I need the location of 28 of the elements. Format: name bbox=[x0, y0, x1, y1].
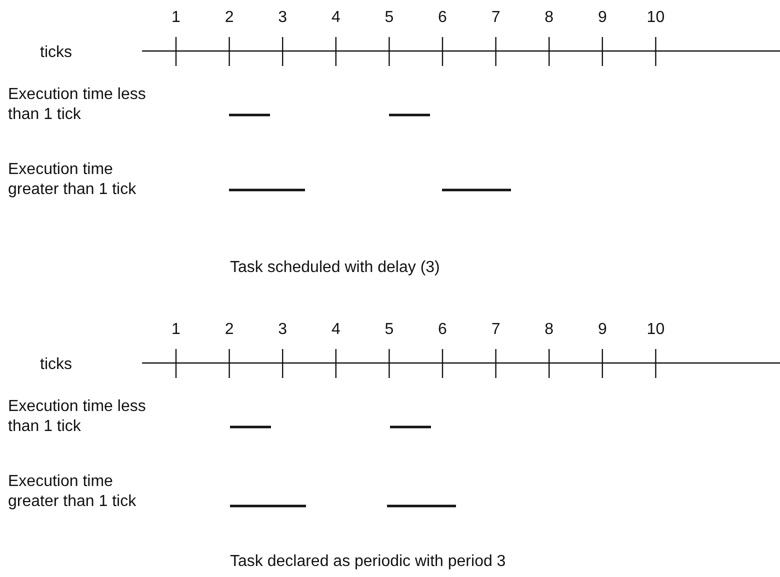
tick-number: 8 bbox=[544, 320, 554, 340]
tick-number: 2 bbox=[224, 8, 234, 28]
axis-label: ticks bbox=[40, 43, 72, 63]
tick-number: 3 bbox=[278, 8, 288, 28]
tick-number: 1 bbox=[172, 8, 180, 28]
row-label: Execution time less than 1 tick bbox=[8, 397, 147, 437]
axis-label: ticks bbox=[40, 355, 72, 375]
tick-number: 7 bbox=[491, 320, 500, 340]
tick-number: 9 bbox=[598, 320, 607, 340]
row-label: Execution time greater than 1 tick bbox=[8, 472, 138, 512]
tick-number: 6 bbox=[438, 8, 447, 28]
panel-caption: Task scheduled with delay (3) bbox=[230, 258, 440, 278]
tick-number: 6 bbox=[438, 320, 447, 340]
tick-number: 4 bbox=[331, 8, 340, 28]
tick-number: 5 bbox=[384, 320, 394, 340]
tick-number: 8 bbox=[544, 8, 554, 28]
tick-number: 9 bbox=[598, 8, 607, 28]
tick-number: 1 bbox=[172, 320, 180, 340]
tick-number: 5 bbox=[384, 8, 394, 28]
row-label: Execution time less than 1 tick bbox=[8, 85, 147, 125]
tick-number: 2 bbox=[224, 320, 234, 340]
tick-number: 3 bbox=[278, 320, 288, 340]
panel-caption: Task declared as periodic with period 3 bbox=[230, 552, 506, 572]
tick-number: 7 bbox=[491, 8, 500, 28]
tick-number: 10 bbox=[646, 8, 665, 28]
tick-number: 10 bbox=[646, 320, 665, 340]
tick-number: 4 bbox=[331, 320, 340, 340]
row-label: Execution time greater than 1 tick bbox=[8, 160, 138, 200]
